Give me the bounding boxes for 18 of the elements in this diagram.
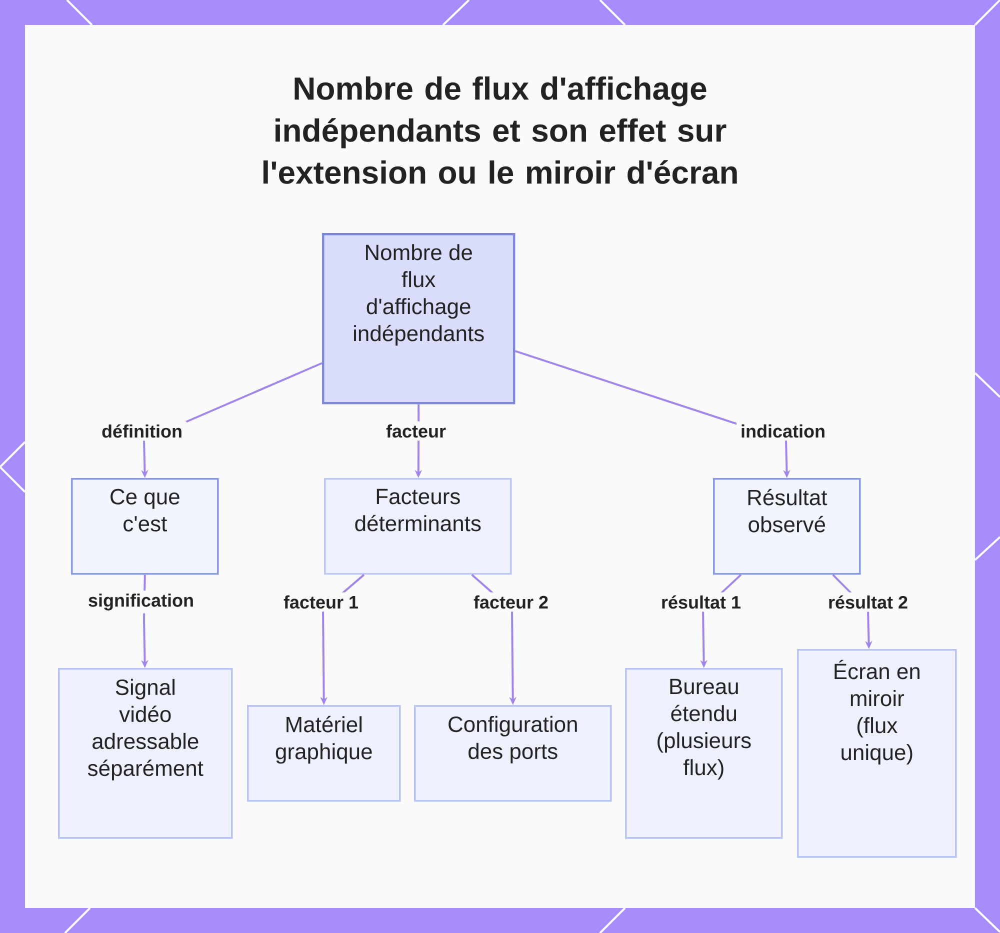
edge-label: facteur 1 [280,592,363,612]
edge-label: résultat 1 [657,592,746,612]
detail-box: Signal vidéo adressable séparément [58,668,233,839]
concept-box: Facteurs déterminants [324,478,512,575]
detail-box: Configuration des ports [414,705,612,802]
edge-label: facteur [382,421,450,441]
edge-label: signification [84,590,198,614]
topic-box: Nombre de flux d'affichage indépendants [322,233,516,404]
edge-label: indication [736,421,830,441]
detail-box: Bureau étendu (plusieurs flux) [625,668,783,839]
detail-box: Matériel graphique [247,705,401,802]
edge-label: facteur 2 [470,592,553,612]
title: Nombre de flux d'affichage indépendants et son effet sur l'extension ou le miroir d'écran [263,76,737,184]
concept-box: Résultat observé [713,478,861,575]
edge-label: résultat 2 [824,592,912,612]
detail-box: Écran en miroir (flux unique) [797,649,957,858]
edge-label: définition [98,421,186,441]
concept-box: Ce que c'est [71,478,219,575]
